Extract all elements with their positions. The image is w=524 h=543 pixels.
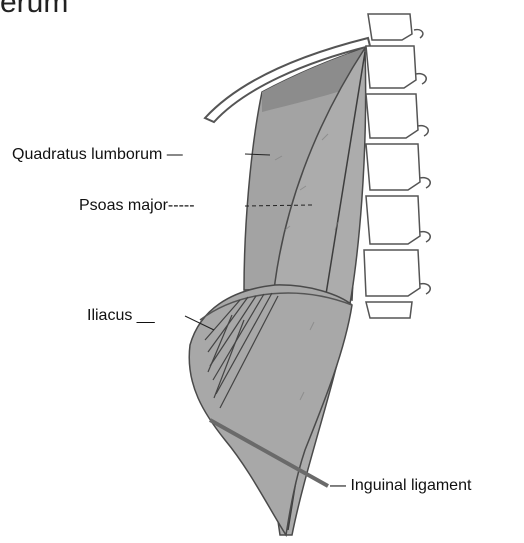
spinous-process [420, 178, 430, 188]
vertebra [366, 94, 418, 138]
spinous-process [416, 74, 426, 84]
vertebra [366, 196, 420, 244]
spinous-process [418, 126, 428, 136]
spinous-process [414, 30, 423, 38]
vertebral-column [364, 14, 430, 318]
label-psoas-major: Psoas major----- [79, 197, 195, 215]
vertebra [366, 46, 416, 88]
vertebra [364, 250, 420, 296]
iliacus-muscle [189, 285, 352, 535]
label-inguinal-ligament: — Inguinal ligament [330, 477, 471, 495]
vertebra [366, 144, 420, 190]
vertebra [366, 302, 412, 318]
spinous-process [420, 232, 430, 242]
spinous-process [420, 284, 430, 294]
label-iliacus: Iliacus __ [87, 307, 155, 325]
vertebra [368, 14, 412, 40]
label-quadratus-lumborum: Quadratus lumborum — [12, 146, 183, 164]
